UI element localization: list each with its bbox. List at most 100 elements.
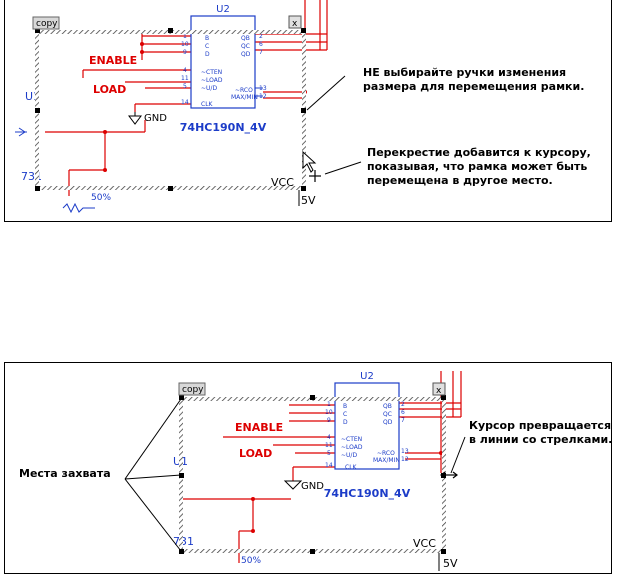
pin-num-1-b: 1 [327, 401, 331, 408]
left-wires-b [183, 404, 335, 563]
schematic-canvas-top: U2 B C D 1 10 9 QB QC QD 2 6 7 ~CTEN ~LO… [15, 0, 362, 214]
pin-qd: QD [241, 51, 251, 58]
close-button-b[interactable]: x [432, 382, 446, 396]
panel-move-frame-crosshair: U2 B C D 1 10 9 QB QC QD 2 6 7 ~CTEN ~LO… [4, 0, 612, 222]
label-vcc: VCC [271, 176, 294, 189]
pin-d: D [205, 51, 210, 58]
chip-name-b: 74HC190N_4V [324, 487, 411, 500]
copy-tag-b[interactable]: copy [178, 382, 206, 396]
pin-b: B [205, 35, 209, 42]
pin-num-4-b: 4 [327, 434, 331, 441]
label-731-b: 731 [173, 535, 194, 548]
pin-num-7: 7 [259, 49, 263, 56]
pin-num-11: 11 [181, 75, 189, 82]
pin-b-b: B [343, 403, 347, 410]
label-5v-b: 5V [443, 557, 458, 570]
resize-arrows-icon [440, 471, 458, 479]
pin-num-13-b: 13 [401, 448, 409, 455]
chip-name: 74HC190N_4V [180, 121, 267, 134]
close-button[interactable]: x [288, 15, 302, 29]
panel-grab-points-cursor: U2 B C D 1 10 9 QB QC QD 2 6 7 ~CTEN ~LO… [4, 362, 612, 574]
callout-1-line-1: НЕ выбирайте ручки изменения [363, 66, 567, 79]
pin-num-9-b: 9 [327, 417, 331, 424]
move-cursor-icon [302, 150, 321, 182]
callout-grab-points: Места захвата [19, 467, 111, 480]
right-bus-wires-b [399, 371, 462, 473]
resize-handles[interactable] [35, 28, 306, 191]
pin-num-7-b: 7 [401, 417, 405, 424]
pin-qc: QC [241, 43, 250, 50]
pin-qb: QB [241, 35, 250, 42]
label-50pct-b: 50% [241, 556, 261, 566]
pin-num-2-b: 2 [401, 401, 405, 408]
label-enable: ENABLE [89, 54, 137, 67]
pin-c: C [205, 43, 209, 50]
pin-rco: ~RCO [235, 87, 253, 94]
pin-num-11-b: 11 [325, 442, 333, 449]
pin-num-14: 14 [181, 99, 189, 106]
selection-frame-b[interactable] [179, 397, 446, 553]
callout-1-line-2: размера для перемещения рамки. [363, 80, 585, 93]
pin-num-5-b: 5 [327, 450, 331, 457]
chip-ref-b: U2 [360, 371, 374, 382]
pin-num-6-b: 6 [401, 409, 405, 416]
left-wires [45, 30, 191, 196]
pin-d-b: D [343, 419, 348, 426]
callout-2-line-2: показывая, что рамка может быть [367, 160, 588, 173]
pin-clk: CLK [201, 101, 214, 108]
pin-num-1: 1 [183, 33, 187, 40]
selection-frame[interactable] [35, 30, 306, 190]
pin-qc-b: QC [383, 411, 392, 418]
pin-num-12-b: 12 [401, 456, 409, 463]
pin-ud-b: ~U/D [341, 452, 357, 459]
callout-dont-use-resize-handles: НЕ выбирайте ручки изменения размера для… [363, 66, 584, 94]
grab-handles[interactable] [179, 395, 446, 554]
close-icon: x [292, 19, 298, 29]
label-load: LOAD [93, 83, 126, 96]
pin-ud: ~U/D [201, 85, 217, 92]
callout-pointers [306, 75, 362, 175]
pin-num-9: 9 [183, 49, 187, 56]
label-enable-b: ENABLE [235, 421, 283, 434]
pin-qd-b: QD [383, 419, 393, 426]
pin-num-6: 6 [259, 41, 263, 48]
pin-num-2: 2 [259, 33, 263, 40]
pin-num-5: 5 [183, 83, 187, 90]
label-load-b: LOAD [239, 447, 272, 460]
chip-ref: U2 [216, 4, 230, 15]
callout-crosshair-added: Перекрестие добавится к курсору, показыв… [367, 146, 591, 188]
pin-cten: ~CTEN [201, 69, 222, 76]
pin-rco-b: ~RCO [377, 450, 395, 457]
pin-num-4: 4 [183, 67, 187, 74]
copy-label: copy [36, 19, 58, 29]
pin-maxmin-b: MAX/MIN [373, 457, 400, 464]
label-50pct: 50% [91, 193, 111, 203]
pin-load: ~LOAD [201, 77, 223, 84]
gnd-symbol [128, 112, 142, 125]
close-icon-b: x [436, 386, 442, 396]
pin-clk-b: CLK [345, 464, 358, 471]
callout-pointers-b [124, 398, 466, 552]
resistor-symbol [15, 127, 95, 214]
pin-num-14-b: 14 [325, 462, 333, 469]
callout-cursor-arrows: Курсор превращается в линии со стрелками… [469, 419, 612, 447]
label-5v: 5V [301, 194, 316, 207]
copy-label-b: copy [182, 385, 204, 395]
schematic-canvas-bottom: U2 B C D 1 10 9 QB QC QD 2 6 7 ~CTEN ~LO… [124, 371, 466, 571]
pin-num-10-b: 10 [325, 409, 333, 416]
pin-qb-b: QB [383, 403, 392, 410]
callout-r-line-1: Курсор превращается [469, 419, 612, 432]
label-gnd: GND [144, 113, 167, 124]
pin-maxmin: MAX/MIN [231, 94, 258, 101]
callout-r-line-2: в линии со стрелками. [469, 433, 612, 446]
copy-tag[interactable]: copy [32, 16, 60, 30]
pin-cten-b: ~CTEN [341, 436, 362, 443]
label-gnd-b: GND [301, 481, 324, 492]
junction-dots-b [251, 451, 443, 533]
callout-2-line-3: перемещена в другое место. [367, 174, 553, 187]
label-vcc-b: VCC [413, 537, 436, 550]
callout-2-line-1: Перекрестие добавится к курсору, [367, 146, 591, 159]
chip-pin-stubs [255, 87, 263, 97]
pin-load-b: ~LOAD [341, 444, 363, 451]
pin-c-b: C [343, 411, 347, 418]
